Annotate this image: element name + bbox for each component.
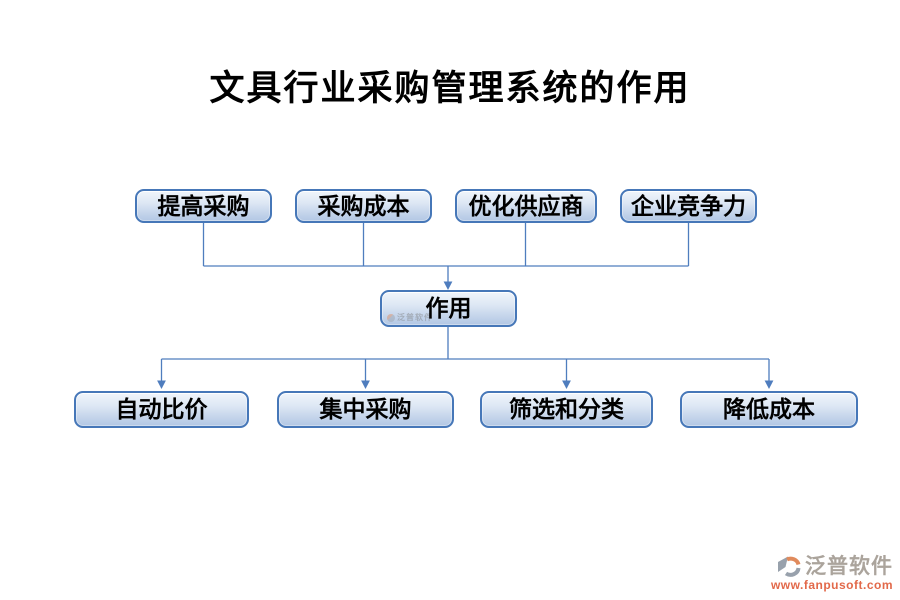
node-top-2: 采购成本 <box>295 189 432 223</box>
watermark: 泛普软件 <box>387 314 433 322</box>
fanpu-logo-icon <box>778 556 801 577</box>
node-bottom-2: 集中采购 <box>277 391 454 428</box>
brand-footer: 泛普软件 www.fanpusoft.com <box>770 554 893 593</box>
fanpu-watermark-icon <box>387 314 395 322</box>
node-center: 作用 泛普软件 <box>380 290 517 327</box>
node-label: 优化供应商 <box>468 193 584 219</box>
node-label: 企业竞争力 <box>631 193 746 219</box>
node-top-3: 优化供应商 <box>455 189 597 223</box>
node-bottom-3: 筛选和分类 <box>480 391 653 428</box>
watermark-text: 泛普软件 <box>397 313 433 322</box>
node-label: 自动比价 <box>115 397 208 422</box>
node-label: 作用 <box>425 296 472 321</box>
node-bottom-4: 降低成本 <box>680 391 858 428</box>
node-label: 降低成本 <box>723 397 815 422</box>
node-bottom-1: 自动比价 <box>74 391 249 428</box>
node-top-1: 提高采购 <box>135 189 272 223</box>
node-label: 采购成本 <box>317 193 410 219</box>
node-top-4: 企业竞争力 <box>620 189 757 223</box>
brand-name: 泛普软件 <box>805 554 893 578</box>
node-label: 提高采购 <box>157 193 250 219</box>
page-title: 文具行业采购管理系统的作用 <box>209 69 691 108</box>
brand-url: www.fanpusoft.com <box>770 578 893 592</box>
node-label: 筛选和分类 <box>509 397 624 422</box>
node-label: 集中采购 <box>319 397 412 422</box>
